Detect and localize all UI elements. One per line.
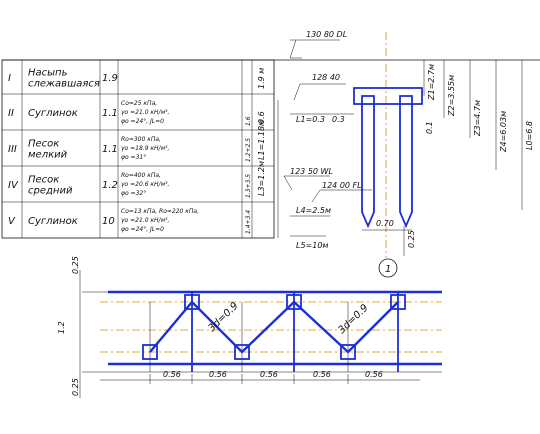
layer-prop: γo =21.0 кН/м³, bbox=[121, 217, 170, 224]
pile-zigzag bbox=[149, 300, 399, 354]
pile-square-5 bbox=[340, 344, 356, 360]
layer-thickness: L3=1.2м bbox=[257, 161, 266, 196]
layer-name: Песок bbox=[28, 175, 59, 186]
pile-width: 0.70 bbox=[376, 219, 394, 228]
pile-square-6 bbox=[390, 294, 406, 310]
diag-label-1: 3d=0.9 bbox=[206, 301, 240, 335]
layer-name: Суглинок bbox=[28, 108, 78, 119]
layer-thickness: 1.9 м bbox=[257, 68, 266, 89]
length-l1: L1=0.3 bbox=[296, 115, 325, 124]
layer-name: слежавшаяся bbox=[28, 79, 100, 90]
layer-name: мелкий bbox=[28, 150, 68, 161]
elev-top: 130 80 DL bbox=[306, 30, 347, 39]
soil-table bbox=[1, 59, 540, 239]
layer-number: III bbox=[8, 144, 17, 155]
layer-name: Насыпь bbox=[28, 68, 68, 79]
pile-left bbox=[361, 95, 375, 229]
diag-label-2: 3d=0.9 bbox=[336, 303, 370, 337]
layer-prop: φo =32° bbox=[121, 190, 146, 197]
layer-prop: Ro=400 кПа, bbox=[121, 172, 161, 179]
layer-number: II bbox=[8, 108, 14, 119]
dim-l0: L0=6.8 bbox=[525, 121, 534, 150]
layer-rho: 1.2 bbox=[102, 180, 118, 191]
elev-grillage: 128 40 bbox=[312, 73, 340, 82]
dim-z4: Z4=6.03м bbox=[499, 111, 508, 153]
layer-rho: 1.9 bbox=[102, 73, 118, 84]
bottom-offset: 0.25 bbox=[407, 230, 416, 248]
left-dim-3: 0.25 bbox=[71, 378, 80, 396]
dim-z2: Z2=3.55м bbox=[447, 75, 456, 117]
elev-water: 123 50 WL bbox=[290, 167, 333, 176]
layer-prop: Co=13 кПа, Ro=220 кПа, bbox=[121, 208, 199, 215]
length-l1-right: 0.3 bbox=[332, 115, 345, 124]
layer-name: средний bbox=[28, 186, 73, 197]
layer-depth: 1.2+2.5 bbox=[245, 138, 252, 162]
bottom-dim: 0.56 bbox=[260, 370, 278, 379]
section-view: 130 80 DL 128 40 L1=0.3 0.3 123 50 WL 12… bbox=[277, 30, 534, 278]
dim-z3: Z3=4.7м bbox=[473, 100, 482, 137]
layer-number: V bbox=[8, 216, 16, 227]
layer-name: Песок bbox=[28, 139, 59, 150]
layer-number: IV bbox=[8, 180, 19, 191]
callout-number: 1 bbox=[385, 264, 391, 275]
bottom-dim: 0.56 bbox=[313, 370, 331, 379]
grillage-cap bbox=[353, 87, 423, 105]
pile-right bbox=[399, 95, 413, 229]
layer-prop: γo =20.6 кН/м³, bbox=[121, 181, 170, 188]
layer-prop: γo =18.9 кН/м³, bbox=[121, 145, 170, 152]
layer-name: Суглинок bbox=[28, 216, 78, 227]
layer-thickness: 0.6 bbox=[257, 111, 266, 124]
layer-rho: 1.1 bbox=[102, 144, 118, 155]
pile-square-1 bbox=[142, 344, 158, 360]
layer-prop: Ro=300 кПа, bbox=[121, 136, 161, 143]
left-dim-2: 1.2 bbox=[57, 321, 66, 334]
bottom-dim: 0.56 bbox=[365, 370, 383, 379]
length-l5: L5=10м bbox=[296, 241, 328, 250]
layer-depth: 1.3+3.5 bbox=[245, 174, 252, 198]
bottom-dim: 0.56 bbox=[163, 370, 181, 379]
layer-prop: γo =21.0 кН/м³, bbox=[121, 109, 170, 116]
layer-depth: 1.4+3.4 bbox=[245, 210, 252, 234]
bottom-dims: 0.56 0.56 0.56 0.56 0.56 bbox=[149, 370, 383, 384]
layer-prop: φo =31° bbox=[121, 154, 146, 161]
dim-z1: Z1=2.7м bbox=[427, 64, 436, 101]
layer-rho: 10 bbox=[102, 216, 115, 227]
layer-prop: Co=25 кПа, bbox=[121, 100, 157, 107]
layer-prop: φo =24°, JL=0 bbox=[121, 226, 164, 233]
layer-thickness: L1=1.18м bbox=[257, 120, 266, 160]
layer-rho: 1.1 bbox=[102, 108, 118, 119]
bottom-dim: 0.56 bbox=[209, 370, 227, 379]
layer-number: I bbox=[8, 73, 11, 84]
left-dim-1: 0.25 bbox=[71, 256, 80, 274]
grillage-h: 0.1 bbox=[425, 121, 434, 134]
callout-circle bbox=[378, 258, 398, 278]
length-l4: L4=2.5м bbox=[296, 206, 331, 215]
layer-prop: φo =24°, JL=0 bbox=[121, 118, 164, 125]
pile-square-3 bbox=[234, 344, 250, 360]
elev-pile-tip: 124 00 FL bbox=[322, 181, 362, 190]
layer-depth: 1.6 bbox=[245, 116, 252, 126]
pile-square-4 bbox=[286, 294, 302, 310]
pile-square-2 bbox=[184, 294, 200, 310]
